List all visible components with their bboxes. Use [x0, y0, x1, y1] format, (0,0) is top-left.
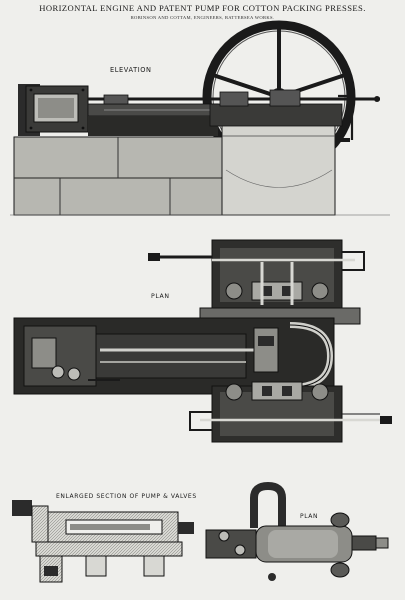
elevation-view: [10, 20, 390, 216]
pump-plan-label: PLAN: [300, 513, 319, 520]
guide-bars: [95, 333, 247, 379]
crosshead: [103, 94, 129, 105]
lower-valve-set: [225, 381, 329, 401]
section-flange: [12, 500, 32, 516]
pump-plan-view: [205, 481, 389, 581]
plate-subtitle: ROBINSON AND COTTAM, ENGINEERS, BATTERSE…: [130, 15, 275, 20]
upper-valve-set: [225, 281, 329, 301]
pump-frame: [209, 103, 343, 127]
section-label: ENLARGED SECTION OF PUMP & VALVES: [56, 493, 197, 500]
delivery-pipe: [338, 94, 354, 140]
plate-title: HORIZONTAL ENGINE AND PATENT PUMP FOR CO…: [39, 3, 366, 13]
valve-chest-section: [35, 541, 183, 557]
pump-plan-valve-box: [205, 529, 257, 559]
plan-view: [13, 239, 392, 443]
pump-plan-bend: [250, 481, 286, 528]
plan-label: PLAN: [151, 293, 170, 300]
flywheel-pit: [221, 124, 336, 216]
pump-section-view: [12, 500, 194, 583]
elevation-label: ELEVATION: [110, 66, 152, 74]
